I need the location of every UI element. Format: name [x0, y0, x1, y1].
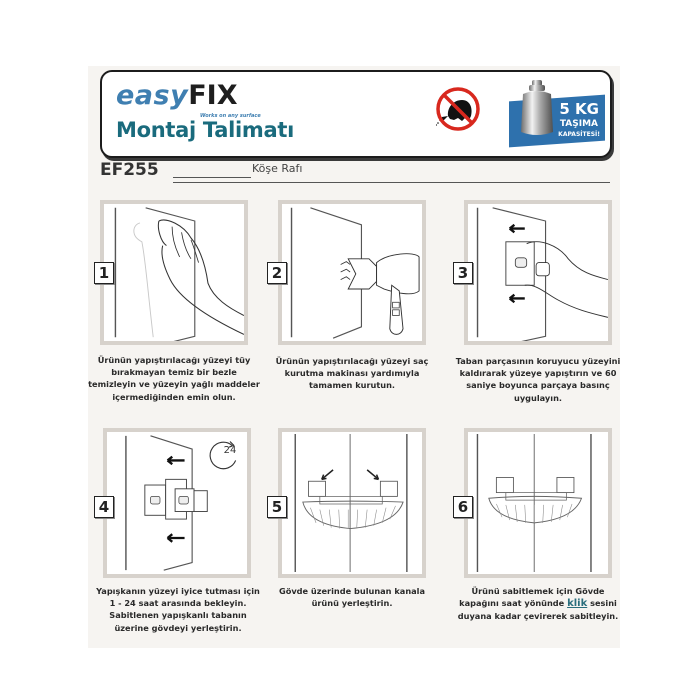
product-code: EF255 [100, 160, 159, 180]
step-5-illustration [278, 428, 426, 578]
weight-icon [521, 80, 553, 135]
corner-shelf-fixed-icon [476, 433, 592, 573]
step-number-2: 2 [267, 262, 287, 284]
capacity-value: 5 KG [559, 100, 599, 118]
step-number-1: 1 [94, 262, 114, 284]
page-title: Montaj Talimatı [116, 118, 294, 142]
brand-easy: easy [116, 80, 189, 111]
corner-shelf-insert-icon [294, 433, 408, 573]
step-5-caption: Gövde üzerinde bulunan kanala ürünü yerl… [278, 586, 426, 609]
step-4-caption: Yapışkanın yüzeyi iyice tutması için 1 -… [96, 586, 260, 633]
brand-tagline: Works on any surface [200, 113, 261, 119]
step-number-6: 6 [453, 496, 473, 518]
step-3-illustration [464, 200, 612, 345]
klik-emphasis: klik [567, 598, 588, 610]
divider [173, 177, 251, 178]
wait-hours-badge: 24 [223, 445, 237, 456]
step-6-illustration [464, 428, 612, 578]
step-2-illustration [278, 200, 426, 345]
step-6-caption: Ürünü sabitlemek için Gövde kapağını saa… [457, 586, 619, 622]
step-number-5: 5 [267, 496, 287, 518]
brand-logo: easyFIX Works on any surface [116, 80, 261, 120]
step-1-caption: Ürünün yapıştırılacağı yüzeyi tüy bırakm… [88, 355, 260, 402]
step-number-3: 3 [453, 262, 473, 284]
step-3-caption: Taban parçasının koruyucu yüzeyini kaldı… [455, 356, 621, 403]
wait-24h-icon [125, 435, 237, 571]
step-2-caption: Ürünün yapıştırılacağı yüzeyi saç kurutm… [275, 356, 429, 391]
product-row: EF255 Köşe Rafı [100, 160, 610, 184]
step-1-illustration [100, 200, 248, 345]
divider [173, 182, 610, 183]
no-mole-icon [435, 86, 481, 132]
product-name: Köşe Rafı [252, 162, 303, 175]
brand-fix: FIX [188, 80, 238, 111]
press-base-icon [476, 207, 608, 341]
hand-wiping-icon [114, 207, 244, 341]
capacity-label-2: KAPASİTESİ! [558, 131, 600, 138]
step-number-4: 4 [94, 496, 114, 518]
weight-capacity-badge: 5 KG TAŞIMA KAPASİTESİ! [509, 78, 605, 152]
capacity-label-1: TAŞIMA [559, 119, 598, 129]
header-card: easyFIX Works on any surface Montaj Tali… [100, 70, 612, 158]
hair-dryer-icon [290, 207, 420, 339]
